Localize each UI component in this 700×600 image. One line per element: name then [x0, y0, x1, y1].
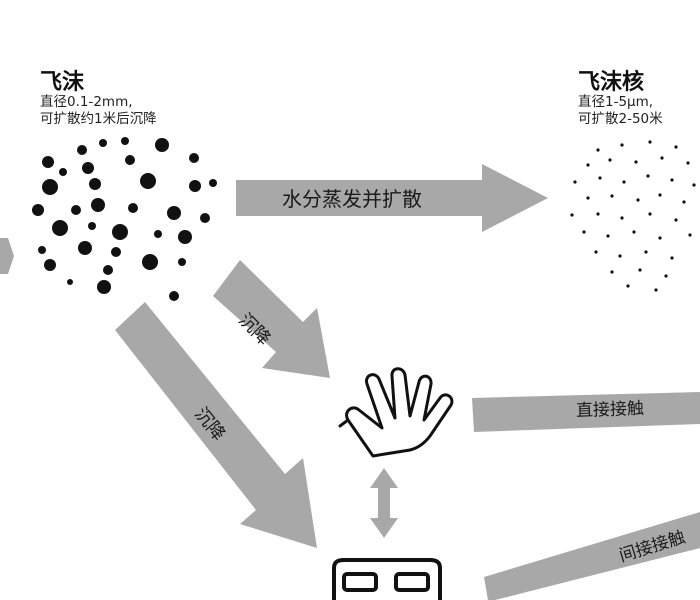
nucleus-dot: [634, 160, 638, 164]
droplet: [97, 280, 111, 294]
nucleus-dot: [626, 284, 630, 288]
nucleus-dot: [620, 216, 624, 220]
droplet-size-text: 直径0.1-2mm,: [40, 94, 133, 110]
nucleus-size-text: 直径1-5μm,: [578, 94, 654, 110]
nucleus-dot: [573, 180, 577, 184]
evaporate-arrow: 水分蒸发并扩散: [236, 164, 548, 232]
droplet: [52, 220, 68, 236]
droplet: [121, 137, 129, 145]
droplet: [167, 206, 181, 220]
direct-contact-arrow: 直接接触: [472, 392, 700, 432]
left-edge-arrow: [0, 238, 14, 274]
droplet: [155, 138, 169, 152]
nucleus-description: 直径1-5μm, 可扩散2-50米: [578, 94, 663, 128]
nucleus-dot: [586, 163, 590, 167]
droplet: [59, 168, 67, 176]
droplet: [42, 156, 54, 168]
droplet: [71, 205, 81, 215]
droplet: [125, 155, 135, 165]
droplet: [189, 180, 201, 192]
nucleus-dot: [658, 236, 662, 240]
droplet: [178, 230, 192, 244]
nucleus-dot: [670, 178, 674, 182]
nucleus-dot: [582, 230, 586, 234]
droplet-description: 直径0.1-2mm, 可扩散约1米后沉降: [40, 94, 157, 128]
droplet: [178, 258, 186, 266]
nucleus-dot: [632, 230, 636, 234]
droplet: [103, 265, 113, 275]
nucleus-dot: [658, 193, 662, 197]
droplet: [128, 203, 138, 213]
droplet: [32, 204, 44, 216]
droplet: [189, 153, 199, 163]
droplet: [112, 224, 128, 240]
nucleus-dot: [692, 183, 696, 187]
hand-icon: [338, 367, 454, 458]
droplet-spread-text: 可扩散约1米后沉降: [40, 111, 157, 127]
droplet: [140, 173, 156, 189]
nucleus-dot: [644, 250, 648, 254]
droplet-cluster: [32, 137, 217, 301]
nucleus-dot: [610, 194, 614, 198]
indirect-contact-arrow: 间接接触: [484, 512, 700, 600]
nucleus-dot: [664, 274, 668, 278]
nucleus-dot: [586, 196, 590, 200]
nucleus-spread-text: 可扩散2-50米: [578, 111, 663, 127]
droplet: [67, 279, 73, 285]
nucleus-dot: [596, 212, 600, 216]
droplet: [77, 145, 87, 155]
nucleus-dot: [608, 158, 612, 162]
nucleus-dot: [654, 288, 658, 292]
droplet: [154, 230, 162, 238]
droplet: [111, 247, 121, 257]
droplet: [78, 241, 92, 255]
droplet: [89, 178, 101, 190]
settle-short-arrow: 沉降: [213, 260, 330, 378]
nucleus-cluster: [570, 140, 696, 292]
nucleus-dot: [618, 254, 622, 258]
nucleus-dot: [606, 234, 610, 238]
droplet: [209, 179, 217, 187]
settle-long-arrow: 沉降: [115, 302, 317, 548]
nucleus-dot: [646, 174, 650, 178]
nucleus-dot: [622, 180, 626, 184]
evaporate-arrow-label: 水分蒸发并扩散: [282, 187, 422, 211]
nucleus-dot: [570, 213, 574, 217]
nucleus-dot: [598, 176, 602, 180]
nucleus-dot: [594, 250, 598, 254]
droplet: [38, 246, 46, 254]
nucleus-dot: [670, 256, 674, 260]
nucleus-dot: [620, 143, 624, 147]
nucleus-dot: [648, 140, 652, 144]
nucleus-dot: [674, 218, 678, 222]
droplet: [44, 259, 56, 271]
droplet: [142, 254, 158, 270]
nucleus-dot: [636, 198, 640, 202]
droplet: [200, 213, 210, 223]
droplet: [169, 291, 179, 301]
droplet: [99, 139, 107, 147]
nucleus-dot: [648, 212, 652, 216]
droplet: [88, 222, 96, 230]
droplet: [91, 198, 105, 212]
nucleus-dot: [682, 200, 686, 204]
direct-contact-label: 直接接触: [576, 399, 645, 421]
nucleus-dot: [610, 270, 614, 274]
droplet: [82, 162, 94, 174]
nucleus-title: 飞沫核: [578, 70, 645, 95]
nucleus-dot: [596, 148, 600, 152]
double-arrow-icon: [370, 468, 398, 538]
nucleus-dot: [674, 145, 678, 149]
nucleus-dot: [638, 268, 642, 272]
droplet-title: 飞沫: [40, 70, 85, 95]
droplet: [42, 179, 58, 195]
nucleus-dot: [686, 161, 690, 165]
nucleus-dot: [688, 233, 692, 237]
bed-icon: [332, 558, 442, 600]
nucleus-dot: [660, 156, 664, 160]
